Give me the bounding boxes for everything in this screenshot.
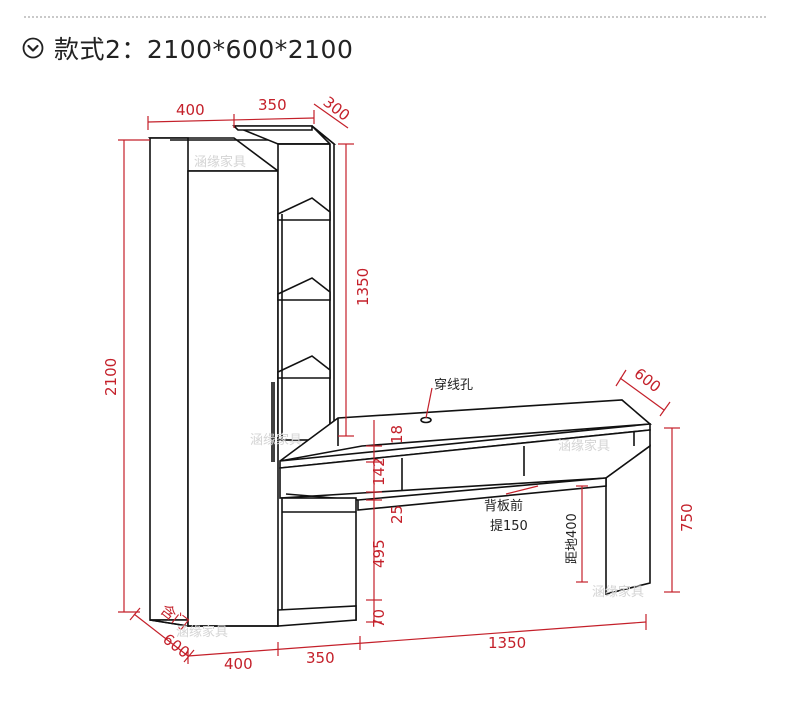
header-divider (24, 16, 766, 18)
watermark: 涵缘家具 (176, 624, 228, 640)
dim-bottom-350: 350 (306, 649, 335, 667)
back-panel-label-2: 提150 (490, 518, 528, 534)
dim-total-height: 2100 (102, 358, 120, 396)
dim-desk-depth: 600 (631, 364, 665, 396)
dim-desk-height: 750 (678, 503, 696, 532)
watermarks: 涵缘家具 涵缘家具 涵缘家具 涵缘家具 涵缘家具 (176, 154, 644, 640)
page-title: 款式2：2100*600*2100 (54, 35, 354, 64)
watermark: 涵缘家具 (558, 438, 610, 454)
dim-gap: 25 (388, 505, 406, 524)
chevron-down-circle-icon[interactable] (22, 37, 44, 59)
dim-bottom-1350: 1350 (488, 634, 526, 652)
floor-clearance-label: 距地400 (565, 513, 580, 564)
watermark: 涵缘家具 (194, 154, 246, 170)
bookshelf-tower (232, 125, 337, 442)
dim-shelf-height: 1350 (354, 268, 372, 306)
cable-hole-label: 穿线孔 (434, 377, 473, 393)
wardrobe-cabinet (147, 137, 281, 627)
watermark: 涵缘家具 (250, 432, 302, 448)
dimension-lines (118, 103, 680, 664)
dim-plinth: 70 (370, 609, 388, 628)
dim-drawer: 142 (370, 457, 388, 486)
dim-top-400: 400 (176, 101, 205, 119)
dim-bottom-400: 400 (224, 655, 253, 673)
annotations: 穿线孔 背板前 提150 距地400 (434, 377, 580, 564)
dim-top-300: 300 (320, 93, 354, 125)
dim-desk-top: 18 (388, 425, 406, 444)
back-panel-label-1: 背板前 (484, 498, 523, 514)
watermark: 涵缘家具 (592, 584, 644, 600)
dim-desk-lower: 495 (370, 539, 388, 568)
desk (149, 399, 652, 627)
dim-top-350: 350 (258, 96, 287, 114)
section-header: 款式2：2100*600*2100 (22, 30, 353, 66)
